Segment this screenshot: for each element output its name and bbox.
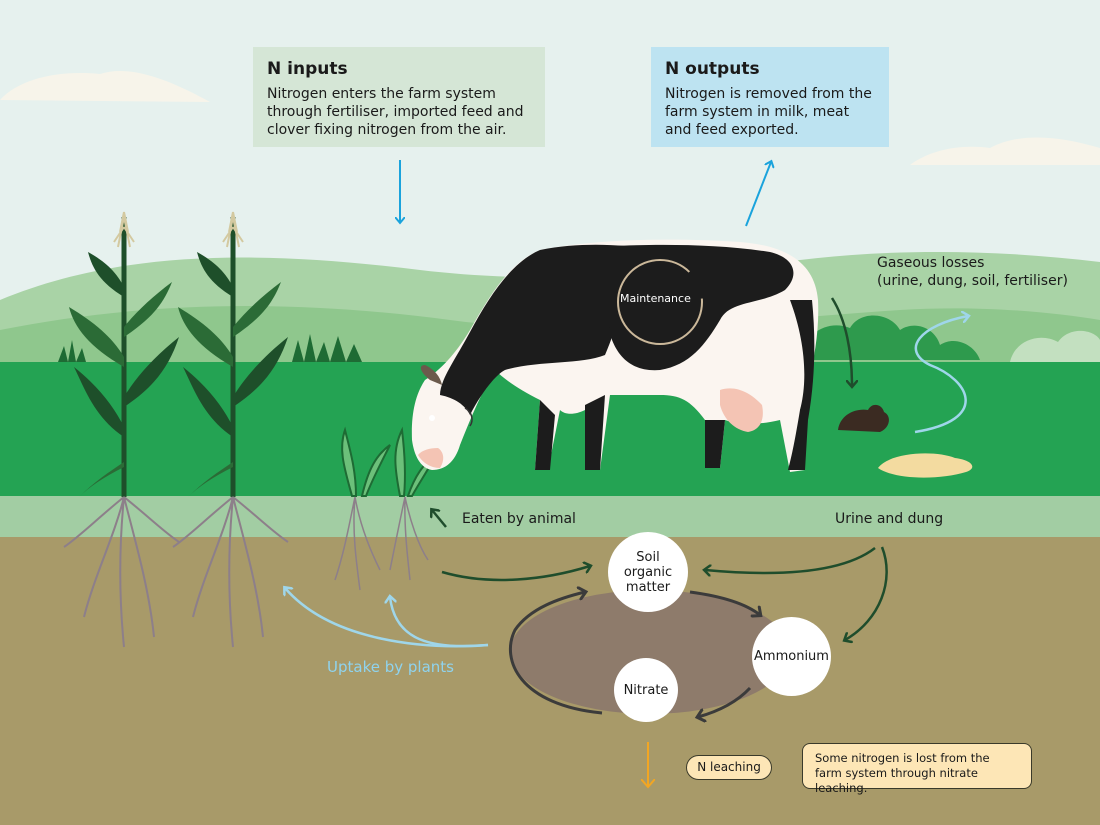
dung-pile bbox=[838, 404, 889, 432]
grass-tuft-mid bbox=[292, 334, 362, 362]
gaseous-losses-title: Gaseous losses bbox=[877, 255, 985, 271]
n-inputs-title: N inputs bbox=[267, 59, 348, 79]
ammonium-label: Ammonium bbox=[754, 649, 829, 664]
soil-nitrogen-pool bbox=[510, 590, 790, 714]
outputs-arrow bbox=[745, 162, 771, 227]
cow-illustration bbox=[411, 239, 819, 472]
eaten-by-animal-label: Eaten by animal bbox=[462, 511, 576, 527]
gaseous-arrow bbox=[914, 316, 968, 434]
seedlings bbox=[341, 426, 439, 497]
uptake-by-plants-label: Uptake by plants bbox=[327, 658, 454, 676]
urine-to-som-arrow bbox=[705, 547, 876, 573]
cloud-right bbox=[910, 137, 1100, 165]
n-inputs-box: N inputs Nitrogen enters the farm system… bbox=[253, 47, 545, 147]
soil-organic-matter-label: Soil organic matter bbox=[623, 549, 673, 595]
urine-puddle bbox=[878, 453, 973, 478]
n-outputs-text: Nitrogen is removed from the farm system… bbox=[665, 86, 872, 138]
nitrate-node: Nitrate bbox=[614, 658, 678, 722]
cow-to-dung-arrow bbox=[830, 297, 852, 386]
seedling-roots bbox=[334, 496, 429, 591]
cycle-arrow-ammonium-to-nitrate bbox=[698, 686, 752, 717]
cloud-left bbox=[0, 70, 210, 102]
soil-organic-matter-node: Soil organic matter bbox=[608, 532, 688, 612]
bushes-far-right bbox=[1010, 330, 1100, 362]
cycle-arrow-nitrate-to-som bbox=[509, 592, 603, 715]
n-outputs-box: N outputs Nitrogen is removed from the f… bbox=[651, 47, 889, 147]
roots-to-som-arrow bbox=[441, 566, 590, 582]
gaseous-losses-detail: (urine, dung, soil, fertiliser) bbox=[877, 273, 1068, 289]
n-outputs-title: N outputs bbox=[665, 59, 760, 79]
cycle-arrow-som-to-ammonium bbox=[689, 590, 760, 615]
n-inputs-text: Nitrogen enters the farm system through … bbox=[267, 86, 524, 138]
eaten-arrow bbox=[432, 510, 447, 528]
maintenance-label: Maintenance bbox=[620, 292, 691, 305]
ammonium-node: Ammonium bbox=[752, 617, 831, 696]
grass-band bbox=[0, 496, 1100, 538]
leaching-note: Some nitrogen is lost from the farm syst… bbox=[802, 743, 1032, 795]
uptake-arrow-right bbox=[390, 597, 489, 648]
grass-tuft-left bbox=[58, 340, 86, 362]
nitrate-label: Nitrate bbox=[623, 682, 669, 698]
n-leaching-badge: N leaching bbox=[686, 755, 772, 780]
urine-to-ammonium-arrow bbox=[845, 546, 888, 640]
urine-and-dung-label: Urine and dung bbox=[835, 511, 944, 527]
